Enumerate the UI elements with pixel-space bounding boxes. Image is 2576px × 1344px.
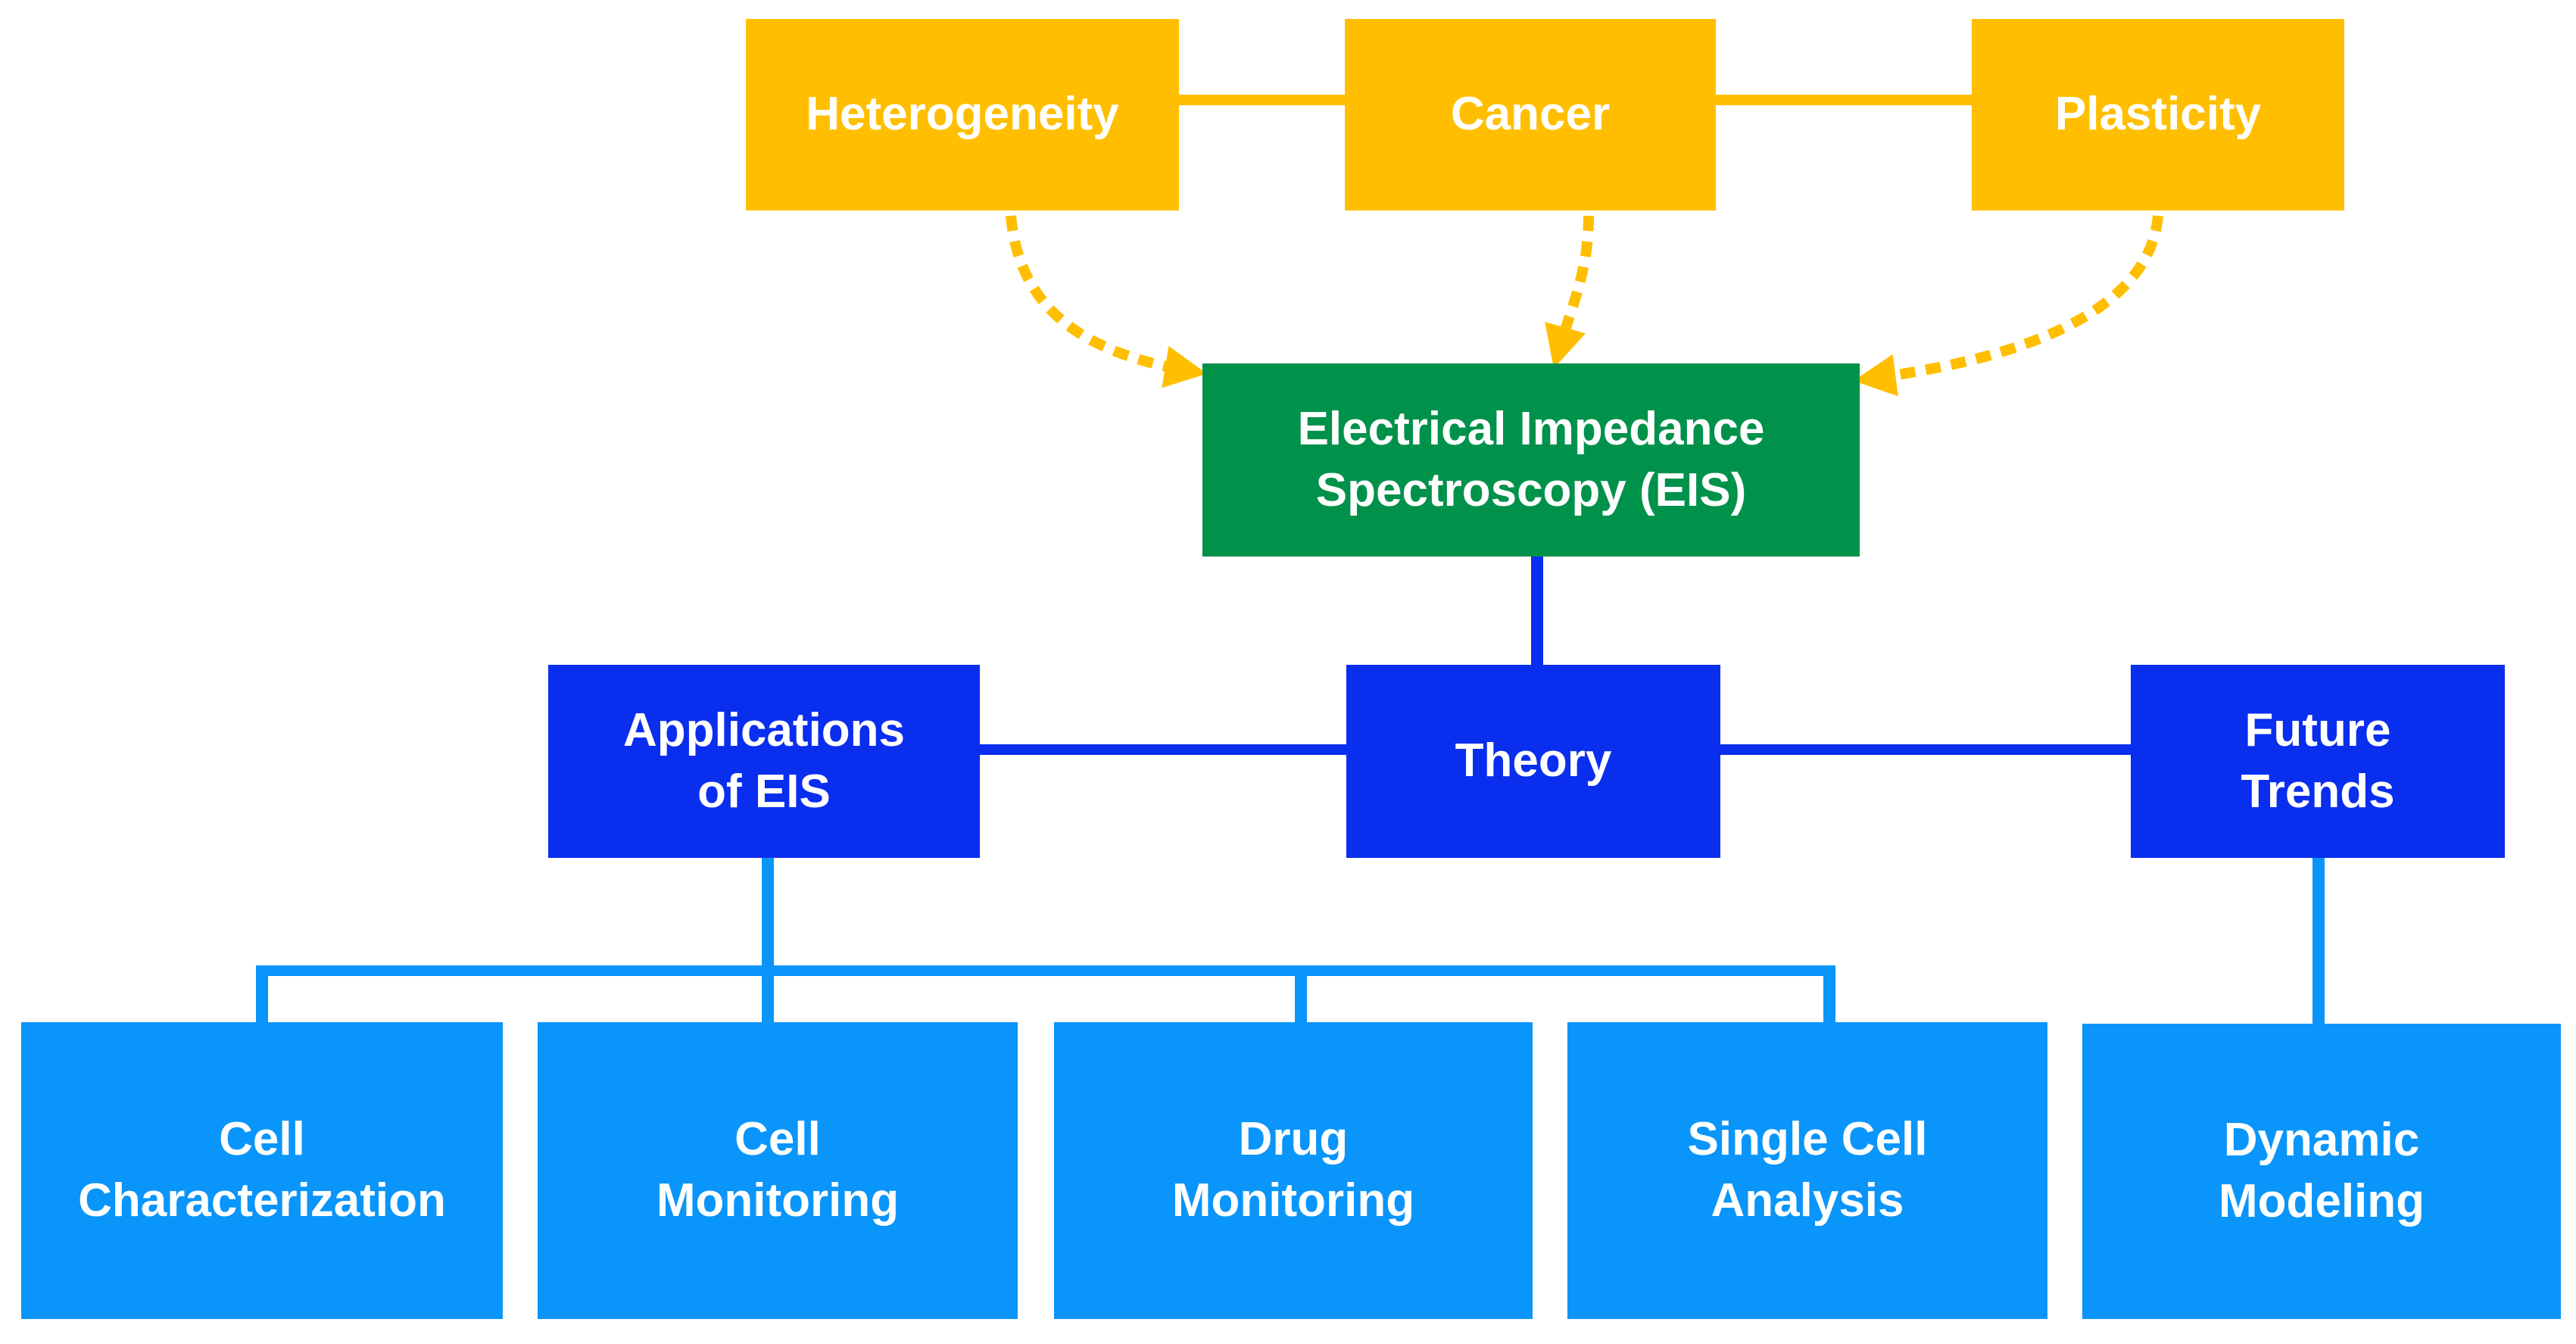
node-future-trends: Future Trends xyxy=(2131,665,2505,858)
edge-heterogeneity-eis xyxy=(1006,215,1208,388)
node-cell-monitoring-label: Cell Monitoring xyxy=(656,1113,900,1227)
node-single-cell-analysis: Single Cell Analysis xyxy=(1567,1022,2047,1319)
node-future-trends-label: Future Trends xyxy=(2241,703,2395,818)
node-plasticity: Plasticity xyxy=(1972,19,2344,210)
node-single-cell-analysis-label: Single Cell Analysis xyxy=(1687,1113,1928,1227)
node-dynamic-modeling-label: Dynamic Modeling xyxy=(2218,1114,2425,1227)
node-plasticity-label: Plasticity xyxy=(2054,88,2262,141)
node-cell-characterization: Cell Characterization xyxy=(21,1022,503,1319)
node-applications-label: Applications of EIS xyxy=(622,703,906,818)
node-cell-characterization-label: Cell Characterization xyxy=(78,1113,446,1227)
edge-cancer-eis xyxy=(1545,215,1594,369)
node-theory-label: Theory xyxy=(1455,734,1612,787)
node-cell-monitoring: Cell Monitoring xyxy=(538,1022,1018,1319)
node-drug-monitoring-label: Drug Monitoring xyxy=(1171,1113,1415,1227)
node-dynamic-modeling: Dynamic Modeling xyxy=(2082,1024,2561,1319)
node-drug-monitoring: Drug Monitoring xyxy=(1054,1022,1533,1319)
node-heterogeneity-label: Heterogeneity xyxy=(806,88,1119,141)
node-cancer: Cancer xyxy=(1345,19,1716,210)
node-heterogeneity: Heterogeneity xyxy=(746,19,1179,210)
edge-plasticity-eis xyxy=(1853,215,2163,397)
node-eis-label: Electrical Impedance Spectroscopy (EIS) xyxy=(1297,402,1765,516)
node-theory: Theory xyxy=(1346,665,1720,858)
node-eis: Electrical Impedance Spectroscopy (EIS) xyxy=(1202,363,1860,557)
node-applications: Applications of EIS xyxy=(548,665,980,858)
node-cancer-label: Cancer xyxy=(1450,88,1611,141)
